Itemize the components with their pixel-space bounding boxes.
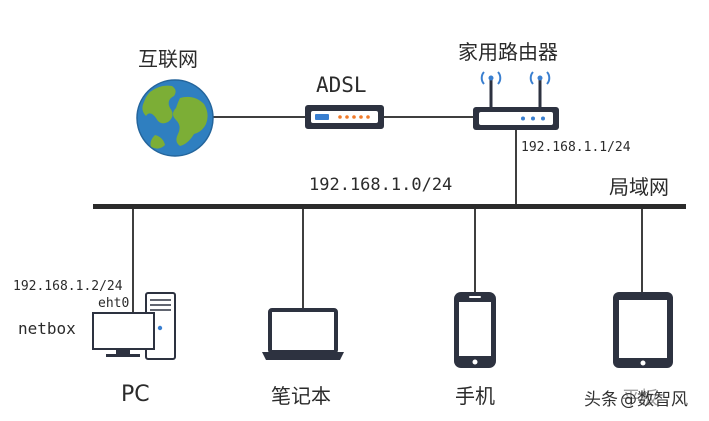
pc-iface-label: eht0 [98, 296, 129, 311]
globe-icon [136, 79, 214, 157]
pc-icon [92, 292, 176, 360]
laptop-icon [262, 308, 344, 360]
phone-icon [454, 292, 496, 368]
router-ip-label: 192.168.1.1/24 [521, 140, 631, 155]
watermark-prefix: 头条 [584, 390, 618, 410]
router-label: 家用路由器 [458, 40, 558, 64]
phone-label: 手机 [455, 384, 495, 408]
tablet-icon [613, 292, 673, 368]
internet-label: 互联网 [138, 47, 198, 71]
pc-ip-label: 192.168.1.2/24 [13, 279, 123, 294]
lan-bus [93, 204, 686, 209]
router-icon [473, 71, 559, 130]
adsl-label: ADSL [316, 73, 367, 97]
subnet-label: 192.168.1.0/24 [309, 175, 452, 195]
watermark-handle: @数智风 [620, 390, 688, 410]
laptop-label: 笔记本 [271, 384, 331, 408]
lan-label: 局域网 [609, 175, 669, 199]
pc-label: PC [121, 382, 150, 407]
adsl-modem-icon [305, 105, 384, 129]
pc-host-label: netbox [18, 319, 76, 338]
watermark: 头条 @数智风 [580, 386, 702, 412]
